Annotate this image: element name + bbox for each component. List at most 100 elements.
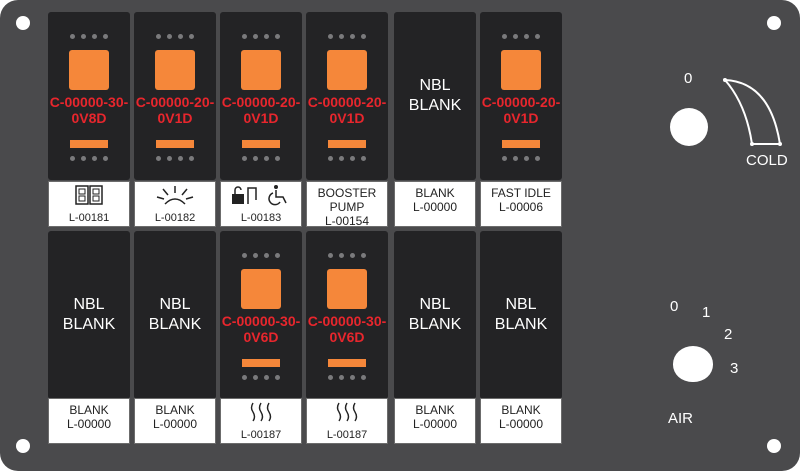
indicator-dots-top — [134, 34, 216, 39]
legend-code: L-00181 — [68, 212, 110, 224]
indicator-dot — [328, 156, 333, 161]
rocker-switch[interactable]: C-00000-20-0V1D — [306, 12, 388, 180]
indicator-dots-bottom — [306, 156, 388, 161]
indicator-dot — [502, 156, 507, 161]
indicator-dot — [535, 156, 540, 161]
indicator-dot — [103, 156, 108, 161]
indicator-bar — [328, 140, 366, 148]
switch-code-line2: 0V6D — [243, 329, 279, 345]
legend-code: L-00000 — [412, 417, 458, 431]
air-position-0: 0 — [670, 298, 679, 315]
indicator-dot — [81, 156, 86, 161]
legend-code: L-00000 — [152, 417, 198, 431]
rocker-switch[interactable]: C-00000-30-0V6D — [220, 231, 302, 399]
mount-hole-top-left — [16, 16, 30, 30]
indicator-dot — [328, 34, 333, 39]
blank-switch-text: NBL BLANK — [480, 295, 562, 335]
legend-code: L-00154 — [324, 214, 370, 227]
indicator-dot — [339, 34, 344, 39]
air-knob[interactable] — [673, 346, 713, 382]
indicator-dot — [275, 375, 280, 380]
indicator-dots-top — [220, 253, 302, 258]
indicator-dots-bottom — [134, 156, 216, 161]
rocker-switch[interactable]: C-00000-20-0V1D — [220, 12, 302, 180]
indicator-dot — [253, 156, 258, 161]
rocker-switch[interactable]: C-00000-30-0V6D — [306, 231, 388, 399]
blank-line1: NBL — [505, 296, 537, 313]
switch-legend-label: L-00182 — [134, 181, 216, 227]
indicator-bar — [502, 140, 540, 148]
indicator-dot — [167, 156, 172, 161]
indicator-lamp — [327, 269, 367, 309]
indicator-dot — [70, 34, 75, 39]
rocker-switch[interactable]: NBL BLANK — [480, 231, 562, 399]
indicator-dots-bottom — [306, 375, 388, 380]
indicator-dot — [350, 375, 355, 380]
switch-legend-label: L-00183 — [220, 181, 302, 227]
indicator-dot — [361, 253, 366, 258]
switch-part-code: C-00000-20-0V1D — [220, 94, 302, 126]
indicator-dot — [513, 156, 518, 161]
switch-code-line2: 0V8D — [71, 110, 107, 126]
indicator-dot — [156, 156, 161, 161]
indicator-dot — [242, 156, 247, 161]
blank-switch-text: NBL BLANK — [394, 295, 476, 335]
indicator-dot — [253, 34, 258, 39]
legend-text: BLANK — [415, 186, 455, 200]
indicator-dot — [502, 34, 507, 39]
blank-line1: NBL — [159, 296, 191, 313]
legend-text-line2: PUMP — [329, 200, 365, 214]
switch-code-line1: C-00000-20- — [221, 94, 301, 110]
heat-wave-icon — [221, 401, 301, 423]
legend-text: BLANK — [69, 403, 109, 417]
indicator-dot — [242, 375, 247, 380]
indicator-dot — [275, 34, 280, 39]
indicator-dot — [535, 34, 540, 39]
indicator-bar — [242, 359, 280, 367]
switch-code-line1: C-00000-20- — [481, 94, 561, 110]
switch-code-line2: 0V1D — [157, 110, 193, 126]
rocker-switch[interactable]: C-00000-20-0V1D — [480, 12, 562, 180]
temp-range-arc — [722, 78, 782, 146]
switch-part-code: C-00000-30-0V6D — [306, 313, 388, 345]
legend-code: L-00000 — [412, 200, 458, 214]
indicator-dot — [178, 156, 183, 161]
indicator-dots-bottom — [220, 156, 302, 161]
blank-line1: NBL — [419, 296, 451, 313]
rocker-switch[interactable]: C-00000-30-0V8D — [48, 12, 130, 180]
legend-text: BLANK — [155, 403, 195, 417]
indicator-dot — [339, 156, 344, 161]
indicator-dot — [92, 156, 97, 161]
rocker-switch[interactable]: NBL BLANK — [394, 231, 476, 399]
blank-line2: BLANK — [408, 316, 462, 333]
indicator-dot — [70, 156, 75, 161]
indicator-dots-bottom — [480, 156, 562, 161]
switch-part-code: C-00000-30-0V6D — [220, 313, 302, 345]
indicator-dot — [264, 156, 269, 161]
legend-code: L-00187 — [326, 429, 368, 441]
indicator-dot — [189, 156, 194, 161]
indicator-lamp — [501, 50, 541, 90]
temperature-knob[interactable] — [670, 108, 708, 146]
indicator-dot — [242, 253, 247, 258]
indicator-bar — [156, 140, 194, 148]
temp-zero-label: 0 — [684, 70, 693, 87]
rocker-switch[interactable]: C-00000-20-0V1D — [134, 12, 216, 180]
switch-code-line2: 0V6D — [329, 329, 365, 345]
air-position-3: 3 — [730, 360, 739, 377]
legend-text: BOOSTER — [317, 186, 377, 200]
legend-code: L-00182 — [154, 212, 196, 224]
switch-code-line1: C-00000-30- — [221, 313, 301, 329]
indicator-lamp — [241, 269, 281, 309]
blank-line2: BLANK — [494, 316, 548, 333]
legend-text: FAST IDLE — [491, 186, 551, 200]
indicator-dot — [92, 34, 97, 39]
